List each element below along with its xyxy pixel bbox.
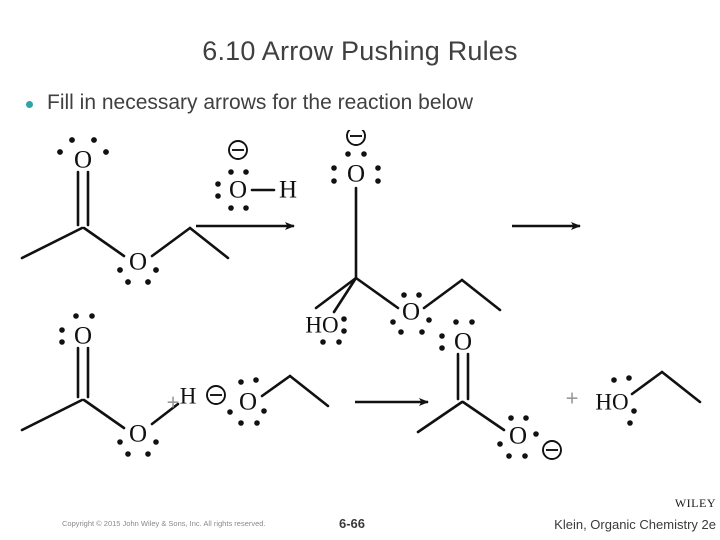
acid-hydroxyl-oxygen-label: O xyxy=(129,421,147,448)
bullet-list: Fill in necessary arrows for the reactio… xyxy=(26,90,686,115)
page-number: 6-66 xyxy=(339,516,366,531)
acetate-anionic-oxygen-label: O xyxy=(509,423,527,450)
intermediate-ester-oxygen-label: O xyxy=(402,299,420,326)
reagent-hydroxide: O H xyxy=(196,140,297,230)
book-attribution: Klein, Organic Chemistry 2e xyxy=(554,517,716,532)
plus-sign-2: + xyxy=(566,386,579,411)
slide-footer: Copyright © 2015 John Wiley & Sons, Inc.… xyxy=(0,486,720,540)
hydroxyl-group-label: HO xyxy=(305,313,338,338)
ethanol-hydroxyl-label: HO xyxy=(595,390,628,415)
hydroxide-oxygen-label: O xyxy=(229,177,247,204)
plus-sign-1: + xyxy=(167,390,180,415)
ester-oxygen-label: O xyxy=(129,249,147,276)
molecule-ethanol: HO xyxy=(595,370,702,426)
wiley-logo: Wiley xyxy=(674,492,716,511)
bullet-dot-icon xyxy=(26,101,33,108)
acetate-carbonyl-oxygen-label: O xyxy=(454,329,472,356)
acid-carbonyl-oxygen-label: O xyxy=(74,323,92,350)
molecule-ethyl-acetate: O O xyxy=(20,137,230,285)
alkoxide-oxygen-label: O xyxy=(347,161,365,188)
carbonyl-oxygen-label: O xyxy=(74,147,92,174)
molecule-tetrahedral-intermediate: O HO O xyxy=(305,130,502,345)
page-title: 6.10 Arrow Pushing Rules xyxy=(202,36,518,66)
molecule-acetate-ion: O O xyxy=(416,319,562,460)
acid-hydrogen-label: H xyxy=(180,384,197,409)
bullet-item-text: Fill in necessary arrows for the reactio… xyxy=(47,91,474,114)
molecule-acetic-acid: O O H xyxy=(20,313,197,457)
reaction-diagram: .bond{stroke:#111;stroke-width:2.6;fill:… xyxy=(0,130,720,490)
molecule-ethoxide: O xyxy=(206,374,330,426)
hydroxide-hydrogen-label: H xyxy=(279,177,297,204)
ethoxide-oxygen-label: O xyxy=(239,389,257,416)
copyright-notice: Copyright © 2015 John Wiley & Sons, Inc.… xyxy=(62,519,266,528)
